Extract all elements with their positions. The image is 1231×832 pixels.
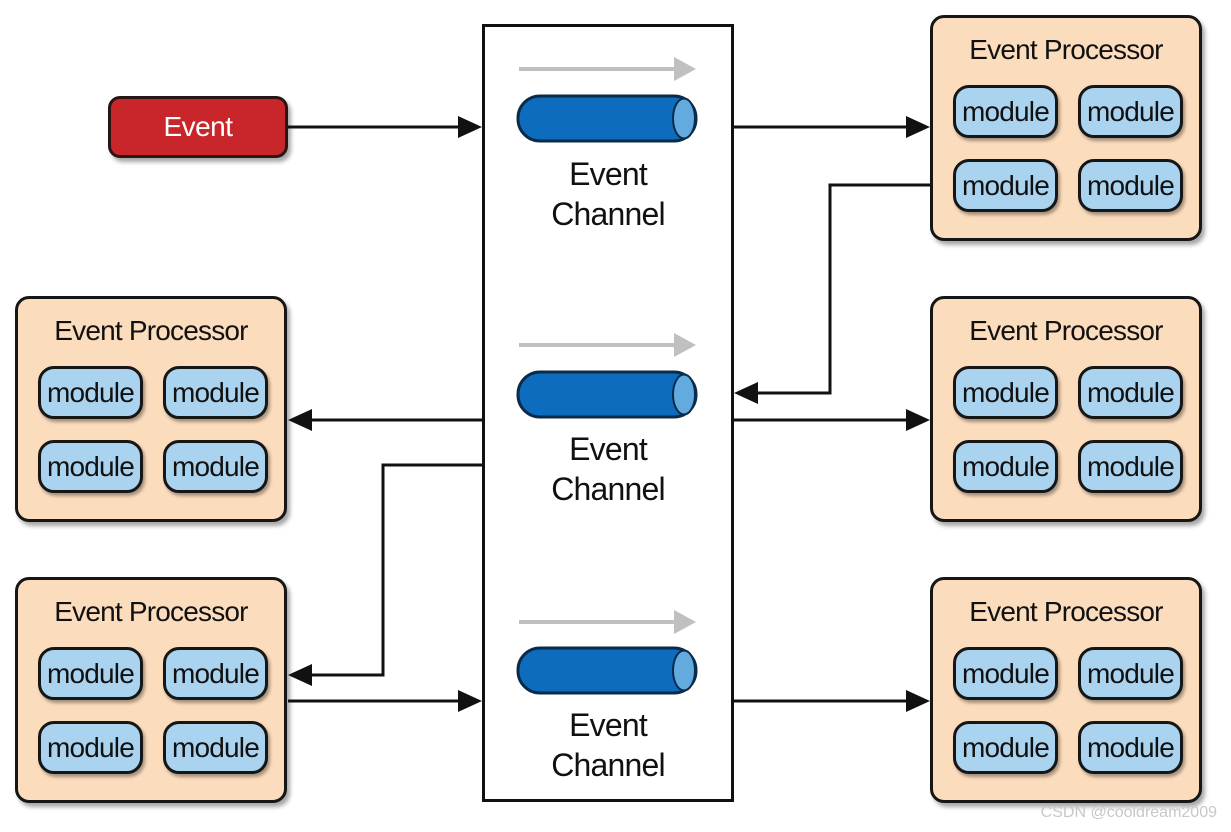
channel-label-1: Event Channel: [482, 154, 734, 234]
arrow-channel-2-to-processor-l2: [288, 463, 482, 686]
flow-arrow-channel-3: [519, 610, 696, 634]
processor-title: Event Processor: [969, 315, 1163, 346]
channel-label-3-line1: Event: [569, 707, 648, 743]
module-box: module: [953, 159, 1058, 212]
initiating-event: Event: [108, 96, 288, 158]
event-processor-right-3: Event Processor module module module mod…: [930, 577, 1202, 803]
channel-label-1-line1: Event: [569, 156, 648, 192]
channel-label-2-line1: Event: [569, 431, 648, 467]
watermark: CSDN @cooldream2009: [1040, 804, 1217, 821]
queue-icon-channel-3: [516, 646, 698, 695]
queue-icon-channel-2: [516, 370, 698, 419]
arrow-processor-r1-to-channel-2: [734, 183, 930, 404]
flow-arrow-channel-1: [519, 57, 696, 81]
module-box: module: [953, 366, 1058, 419]
arrow-channel-2-to-processor-l1: [288, 409, 482, 431]
event-processor-right-1: Event Processor module module module mod…: [930, 15, 1202, 241]
event-processor-right-2: Event Processor module module module mod…: [930, 296, 1202, 522]
arrow-channel-3-to-processor-r3: [734, 690, 930, 712]
processor-title: Event Processor: [969, 34, 1163, 65]
module-box: module: [1078, 85, 1183, 138]
module-box: module: [953, 85, 1058, 138]
module-box: module: [163, 647, 268, 700]
module-box: module: [1078, 159, 1183, 212]
arrow-channel-2-to-processor-r2: [734, 409, 930, 431]
queue-icon-channel-1: [516, 94, 698, 143]
module-box: module: [38, 366, 143, 419]
module-box: module: [163, 721, 268, 774]
channel-label-2-line2: Channel: [551, 471, 665, 507]
module-box: module: [953, 440, 1058, 493]
channel-label-2: Event Channel: [482, 429, 734, 509]
module-box: module: [953, 647, 1058, 700]
channel-label-3-line2: Channel: [551, 747, 665, 783]
processor-title: Event Processor: [54, 315, 248, 346]
processor-title: Event Processor: [969, 596, 1163, 627]
arrow-processor-l2-to-channel-3: [288, 690, 482, 712]
event-processor-left-2: Event Processor module module module mod…: [15, 577, 287, 803]
arrow-channel-1-to-processor-r1: [734, 116, 930, 138]
module-box: module: [163, 440, 268, 493]
module-box: module: [38, 440, 143, 493]
processor-title: Event Processor: [54, 596, 248, 627]
channel-label-3: Event Channel: [482, 705, 734, 785]
module-box: module: [1078, 647, 1183, 700]
arrow-event-to-channel-1: [288, 116, 482, 138]
module-box: module: [163, 366, 268, 419]
module-box: module: [1078, 366, 1183, 419]
module-box: module: [1078, 440, 1183, 493]
event-processor-left-1: Event Processor module module module mod…: [15, 296, 287, 522]
module-box: module: [1078, 721, 1183, 774]
flow-arrow-channel-2: [519, 333, 696, 357]
module-box: module: [953, 721, 1058, 774]
module-box: module: [38, 647, 143, 700]
module-box: module: [38, 721, 143, 774]
channel-label-1-line2: Channel: [551, 196, 665, 232]
